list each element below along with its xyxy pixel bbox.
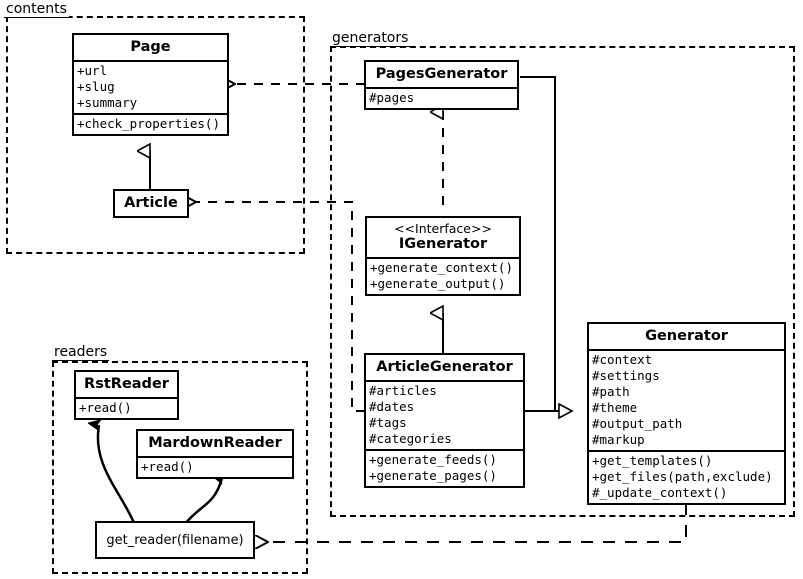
class-methods-article-generator: +generate_feeds() +generate_pages() (366, 449, 523, 486)
class-attributes-pages-generator: #pages (366, 87, 517, 108)
class-methods-page: +check_properties() (74, 113, 227, 134)
attribute-row: #dates (369, 399, 415, 414)
class-name-article-generator: ArticleGenerator (376, 359, 513, 375)
method-row: +generate_context() (370, 260, 513, 275)
attribute-row: #pages (369, 90, 415, 105)
attribute-row: +slug (77, 79, 115, 94)
class-box-mardown-reader[interactable]: MardownReader +read() (136, 429, 294, 479)
attribute-row: +summary (77, 95, 138, 110)
class-box-page[interactable]: Page +url +slug +summary +check_properti… (72, 33, 229, 136)
method-row: +read() (141, 459, 194, 474)
package-contents-frame (6, 16, 305, 254)
function-label-get-reader: get_reader(filename) (106, 532, 244, 548)
method-row: +check_properties() (77, 116, 220, 131)
class-name-generator: Generator (645, 328, 728, 344)
class-methods-mardown-reader: +read() (138, 456, 292, 477)
method-row: +read() (79, 400, 132, 415)
method-row: +generate_pages() (369, 468, 497, 483)
method-row: +get_files(path,exclude) (592, 469, 773, 484)
class-box-article-generator[interactable]: ArticleGenerator #articles #dates #tags … (364, 353, 525, 488)
function-box-get-reader[interactable]: get_reader(filename) (95, 521, 255, 559)
attribute-row: #settings (592, 368, 660, 383)
attribute-row: #theme (592, 400, 638, 415)
class-name-article: Article (124, 195, 178, 211)
attribute-row: #articles (369, 383, 437, 398)
class-methods-igenerator: +generate_context() +generate_output() (367, 257, 519, 294)
attribute-row: #path (592, 384, 630, 399)
class-box-rst-reader[interactable]: RstReader +read() (74, 370, 179, 420)
attribute-row: +url (77, 63, 108, 78)
method-row: +generate_feeds() (369, 452, 497, 467)
attribute-row: #markup (592, 432, 645, 447)
class-attributes-article-generator: #articles #dates #tags #categories (366, 380, 523, 449)
class-methods-generator: +get_templates() +get_files(path,exclude… (589, 450, 784, 503)
attribute-row: #tags (369, 415, 407, 430)
package-readers-label: readers (52, 344, 110, 361)
class-name-igenerator: IGenerator (398, 236, 488, 252)
attribute-row: #context (592, 352, 653, 367)
class-box-pages-generator[interactable]: PagesGenerator #pages (364, 60, 519, 110)
class-box-article[interactable]: Article (113, 189, 189, 218)
package-readers-frame (52, 361, 308, 574)
package-generators-label: generators (330, 30, 411, 47)
class-name-page: Page (130, 39, 171, 55)
package-contents-label: contents (4, 1, 69, 18)
class-methods-rst-reader: +read() (76, 397, 177, 418)
class-box-igenerator[interactable]: <<Interface>> IGenerator +generate_conte… (365, 216, 521, 296)
class-name-rst-reader: RstReader (84, 376, 169, 392)
method-row: +get_templates() (592, 453, 713, 468)
method-row: +generate_output() (370, 276, 506, 291)
class-attributes-generator: #context #settings #path #theme #output_… (589, 349, 784, 450)
attribute-row: #categories (369, 431, 452, 446)
class-box-generator[interactable]: Generator #context #settings #path #them… (587, 322, 786, 505)
method-row: #_update_context() (592, 485, 728, 500)
class-name-pages-generator: PagesGenerator (375, 66, 508, 82)
attribute-row: #output_path (592, 416, 683, 431)
class-name-mardown-reader: MardownReader (148, 435, 282, 451)
class-attributes-page: +url +slug +summary (74, 60, 227, 113)
class-stereotype-igenerator: <<Interface>> (394, 221, 492, 236)
